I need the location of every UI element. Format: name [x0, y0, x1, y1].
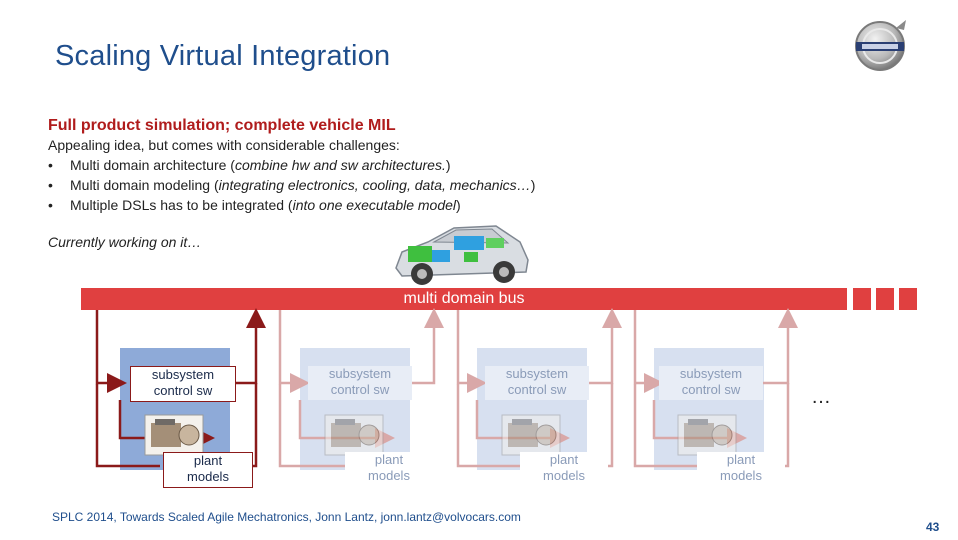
bus-extension-block: [876, 288, 894, 310]
intro-text: Appealing idea, but comes with considera…: [48, 137, 400, 153]
plant-models: plant models: [697, 452, 785, 486]
bus-extension-block: [853, 288, 871, 310]
section-heading: Full product simulation; complete vehicl…: [48, 117, 396, 134]
bullet-item: •Multi domain modeling (integrating elec…: [48, 177, 536, 193]
plant-models: plant models: [163, 452, 253, 488]
bus-label: multi domain bus: [403, 290, 525, 307]
page-title: Scaling Virtual Integration: [55, 40, 391, 72]
car-cutaway-icon: [395, 225, 529, 285]
subsystem-control-sw: subsystem control sw: [659, 366, 763, 400]
bullet-item: •Multi domain architecture (combine hw a…: [48, 157, 451, 173]
plant-models: plant models: [345, 452, 433, 486]
more-subsystems-ellipsis: …: [811, 386, 831, 408]
engine-plant-icon: [677, 414, 737, 456]
volvo-logo-icon: [855, 20, 906, 71]
engine-plant-icon: [144, 414, 204, 456]
subsystem-control-sw: subsystem control sw: [485, 366, 589, 400]
status-text: Currently working on it…: [48, 234, 202, 250]
subsystem-control-sw: subsystem control sw: [308, 366, 412, 400]
bus-extension-block: [899, 288, 917, 310]
bullet-item: •Multiple DSLs has to be integrated (int…: [48, 197, 461, 213]
multi-domain-bus: [81, 288, 847, 310]
footer-citation: SPLC 2014, Towards Scaled Agile Mechatro…: [52, 510, 521, 524]
subsystem-control-sw: subsystem control sw: [130, 366, 236, 402]
engine-plant-icon: [501, 414, 561, 456]
plant-models: plant models: [520, 452, 608, 486]
engine-plant-icon: [324, 414, 384, 456]
page-number: 43: [926, 520, 940, 534]
